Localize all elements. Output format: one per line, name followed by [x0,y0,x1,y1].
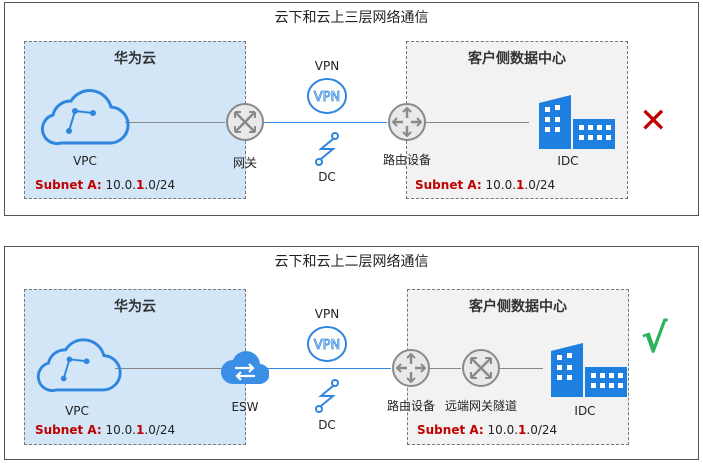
idc-label: IDC [574,404,596,418]
cloud-zone-title: 华为云 [114,299,156,315]
cloud-zone: 华为云 [24,289,246,445]
dc-zone-title: 客户侧数据中心 [468,51,566,67]
esw-router-link [267,368,391,369]
router-label: 路由设备 [386,399,435,413]
vpc-cloud-icon [40,89,130,146]
idc-label: IDC [557,154,579,168]
panel-title-l2: 云下和云上二层网络通信 [274,254,429,270]
check-mark-icon: √ [641,316,668,362]
cloud-zone-title: 华为云 [114,51,156,67]
panel-title-l3: 云下和云上三层网络通信 [274,10,429,26]
svg-text:VPN: VPN [314,338,340,353]
router-idc-link [425,122,529,123]
vpc-gateway-link [125,122,225,123]
subnet-left: Subnet A: 10.0.1.0/24 [35,178,176,192]
router-tunnel-link [429,368,461,369]
tunnel-label: 远端网关隧道 [444,399,517,413]
panel-l3: 云下和云上三层网络通信 华为云 客户侧数据中心 VPC 网关 VPN VPN D… [4,2,699,216]
esw-switch-icon [221,351,269,385]
vpc-label: VPC [65,404,89,418]
gateway-icon [226,103,264,141]
vpc-cloud-icon [36,338,122,392]
router-icon [392,349,430,387]
subnet-right: Subnet A: 10.0.1.0/24 [415,178,556,192]
esw-label: ESW [231,400,259,414]
gateway-router-link [263,122,387,123]
cross-mark-icon: ✕ [639,101,668,141]
dc-zone-title: 客户侧数据中心 [469,299,567,315]
vpn-icon: VPN [307,78,347,114]
vpn-label: VPN [314,59,340,73]
dc-link-icon [315,379,339,413]
vpc-label: VPC [73,154,97,168]
subnet-right: Subnet A: 10.0.1.0/24 [417,423,558,437]
cloud-zone: 华为云 [24,41,246,199]
svg-text:VPN: VPN [314,90,340,105]
router-icon [388,103,426,141]
dc-label: DC [318,170,336,184]
idc-building-icon [539,95,615,149]
subnet-left: Subnet A: 10.0.1.0/24 [35,423,176,437]
tunnel-idc-link [499,368,543,369]
vpn-icon: VPN [307,326,347,362]
panel-l2: 云下和云上二层网络通信 华为云 客户侧数据中心 VPC ESW VPN VPN … [4,246,699,460]
dc-link-icon [315,132,339,166]
vpc-esw-link [115,368,223,369]
router-label: 路由设备 [382,153,431,167]
gateway-label: 网关 [232,156,257,170]
dc-label: DC [318,418,336,432]
vpn-label: VPN [314,307,340,321]
tunnel-gateway-icon [462,349,500,387]
idc-building-icon [551,343,627,397]
